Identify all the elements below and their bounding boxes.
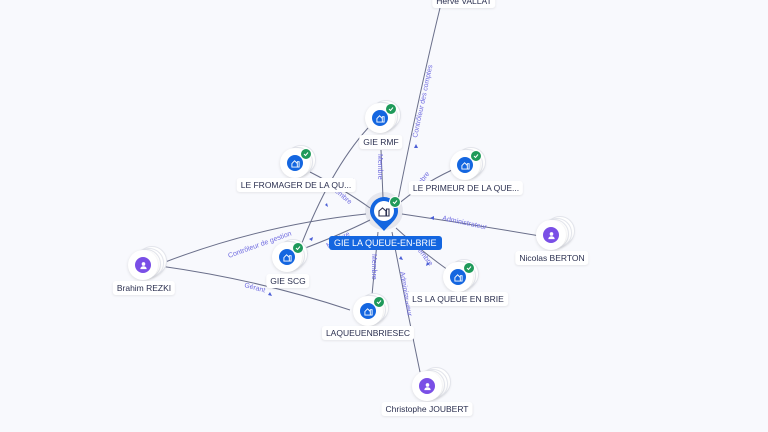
building-icon xyxy=(279,249,295,265)
edge-label: Gérant xyxy=(243,282,266,294)
edge-scg-center[interactable] xyxy=(299,219,371,251)
node-label-nicolas[interactable]: Nicolas BERTON xyxy=(515,251,589,265)
building-icon xyxy=(360,303,376,319)
node-label-brahim[interactable]: Brahim REZKI xyxy=(112,281,176,295)
node-label-gie-scg[interactable]: GIE SCG xyxy=(266,274,310,288)
edge-arrow xyxy=(426,262,430,266)
edge-arrow xyxy=(399,256,403,260)
verified-check-icon xyxy=(389,196,401,208)
edge-label: Membre xyxy=(376,154,383,180)
edge-label: Membre xyxy=(370,254,377,280)
building-icon xyxy=(457,157,473,173)
node-label-gie-rmf[interactable]: GIE RMF xyxy=(359,135,403,149)
building-icon xyxy=(372,110,388,126)
verified-check-icon xyxy=(300,148,312,160)
edge-arrow xyxy=(414,144,418,148)
verified-check-icon xyxy=(373,296,385,308)
building-icon xyxy=(378,207,390,217)
node-bubble xyxy=(536,220,566,250)
edge-arrow xyxy=(309,237,313,241)
building-icon xyxy=(450,269,466,285)
node-label-fromager[interactable]: LE FROMAGER DE LA QU... xyxy=(236,178,356,192)
node-bubble xyxy=(128,250,158,280)
edge-arrow xyxy=(430,216,434,220)
center-node[interactable] xyxy=(369,196,401,231)
person-icon xyxy=(543,227,559,243)
edge-arrow xyxy=(325,203,328,207)
edge-nicolas-center[interactable] xyxy=(401,213,541,237)
edge-label: Administrateur xyxy=(442,215,488,231)
verified-check-icon xyxy=(292,242,304,254)
edge-brahim-laqueuen[interactable] xyxy=(159,265,351,311)
edge-rmf-center[interactable] xyxy=(380,149,384,199)
verified-check-icon xyxy=(385,103,397,115)
node-bubble xyxy=(365,103,395,133)
person-icon xyxy=(419,378,435,394)
center-node-label[interactable]: GIE LA QUEUE-EN-BRIE xyxy=(329,236,442,250)
verified-check-icon xyxy=(463,262,475,274)
building-icon xyxy=(287,155,303,171)
node-label-christophe[interactable]: Christophe JOUBERT xyxy=(381,402,473,416)
verified-check-icon xyxy=(470,150,482,162)
edge-herve-center[interactable] xyxy=(397,7,441,201)
edge-label: Contrôleur des comptes xyxy=(412,64,434,139)
person-icon xyxy=(135,257,151,273)
node-label-ls[interactable]: LS LA QUEUE EN BRIE xyxy=(408,292,508,306)
node-label-laqueuenbriesec[interactable]: LAQUEUENBRIESEC xyxy=(321,326,415,340)
edge-brahim-center[interactable] xyxy=(159,213,367,265)
node-label-primeur[interactable]: LE PRIMEUR DE LA QUE... xyxy=(408,181,524,195)
node-label-herve[interactable]: Hervé VALLAT xyxy=(432,0,496,8)
node-bubble xyxy=(412,371,442,401)
edge-arrow xyxy=(268,292,272,296)
